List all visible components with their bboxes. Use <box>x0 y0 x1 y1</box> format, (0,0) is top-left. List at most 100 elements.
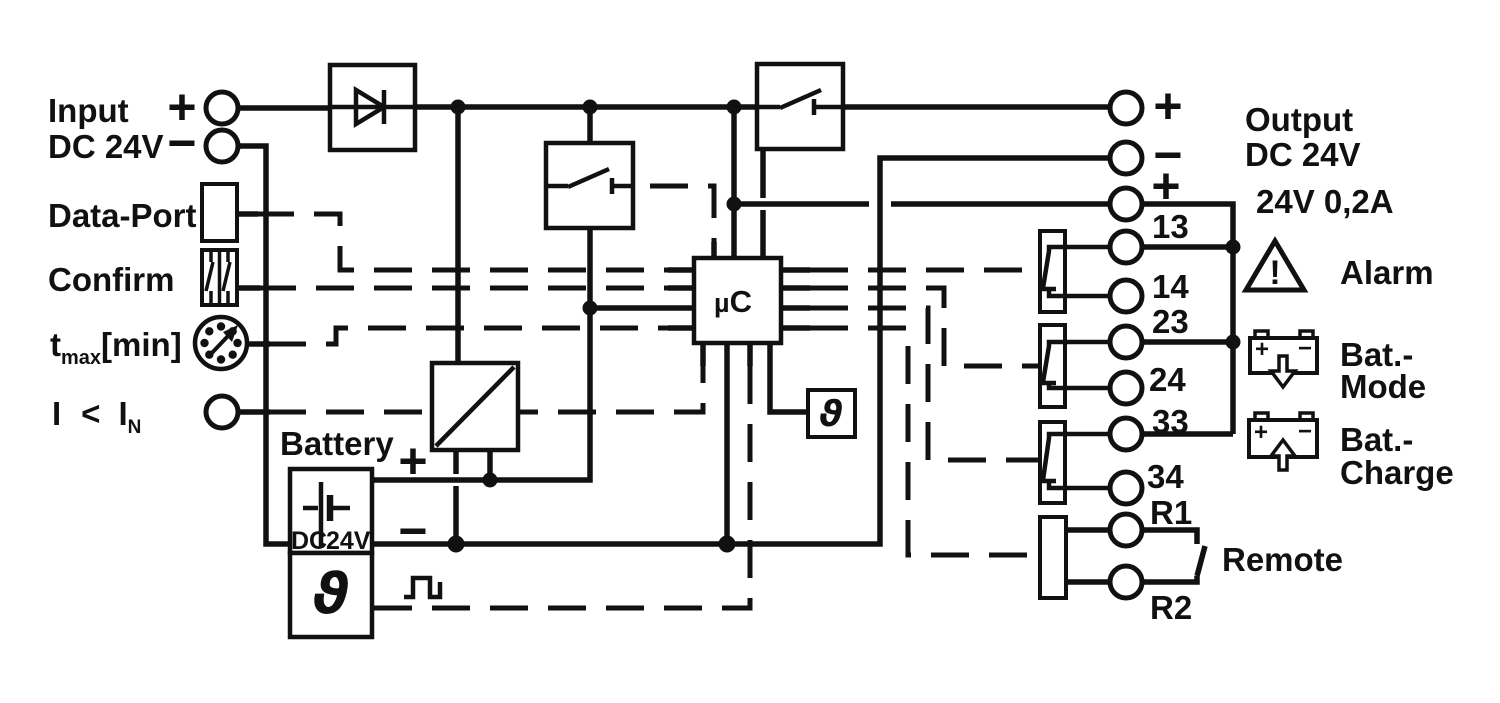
terminal-input-plus <box>203 89 241 127</box>
dial-hole <box>205 327 214 336</box>
battery-temp-block <box>287 550 375 640</box>
tmax-bracket: [min] <box>101 326 182 363</box>
battery-plus-sign: + <box>398 433 427 489</box>
remote-switch-icon <box>1142 527 1208 585</box>
theta-sensor-block <box>806 388 857 439</box>
dial-hole <box>200 338 209 348</box>
pulse-icon <box>404 575 443 600</box>
current-limit-label: I<IN <box>52 395 141 438</box>
battery-minus-label: − <box>1298 335 1312 362</box>
battery-cell-icon <box>303 482 350 548</box>
dial-hole <box>233 338 242 348</box>
wire-aux-common <box>1142 201 1236 434</box>
labels: Input DC 24V + − Data-Port Confirm tmax[… <box>48 78 1454 627</box>
input-minus-sign: − <box>167 115 196 171</box>
junction-dot <box>450 99 466 115</box>
microcontroller-block <box>691 255 784 346</box>
junction-dot <box>726 196 742 212</box>
battery-charge-icon: + − <box>1247 411 1319 472</box>
terminal-r1-label: R1 <box>1150 494 1192 531</box>
output-minus-sign: − <box>1153 127 1182 183</box>
input-plus-sign: + <box>167 79 196 135</box>
dial-hole <box>228 350 237 359</box>
tmax-label: tmax[min] <box>50 326 182 369</box>
battery-cell-dc: DC <box>291 527 327 555</box>
battery-switch-icon <box>546 166 633 194</box>
battery-cell-24v: 24V <box>326 527 371 555</box>
output-label: Output <box>1245 101 1353 138</box>
junction-dot <box>482 472 498 488</box>
tmax-sub: max <box>61 347 101 369</box>
ctl-remote <box>810 325 1040 558</box>
terminal-r1 <box>1107 511 1145 549</box>
wire-control-stubs <box>237 211 270 415</box>
bat-mode-label-1: Bat.- <box>1340 336 1413 373</box>
battery-minus-label: − <box>1298 418 1312 445</box>
diode-triangle <box>353 86 389 128</box>
theta-sensor-symbol: ϑ <box>819 394 843 435</box>
terminal-output-minus <box>1107 139 1145 177</box>
terminal-aux-plus <box>1107 185 1145 223</box>
wire-remote-terminals <box>1066 527 1110 585</box>
dial-hole <box>216 322 226 331</box>
up-arrow-icon <box>1267 437 1299 472</box>
input-label: Input <box>48 92 129 129</box>
input-voltage-label: DC 24V <box>48 128 164 165</box>
warning-mark: ! <box>1269 254 1280 292</box>
ctl-tmax <box>268 325 694 347</box>
terminal-output-plus <box>1107 89 1145 127</box>
pushbutton-icon <box>204 252 232 305</box>
ctl-data-port <box>256 211 694 273</box>
junction-dots <box>447 99 1241 553</box>
junction-dot <box>718 535 736 553</box>
terminals <box>203 89 1145 601</box>
wire-relay-commons <box>1142 244 1233 437</box>
alarm-label: Alarm <box>1340 254 1434 291</box>
battery-plus-label: + <box>1255 336 1269 363</box>
wire-minus-rail <box>372 155 1110 547</box>
terminal-r2-label: R2 <box>1150 589 1192 626</box>
terminal-24 <box>1107 369 1145 407</box>
aux-plus-sign: + <box>1151 158 1180 214</box>
remote-block <box>1038 515 1068 600</box>
tmax-base: t <box>50 326 61 363</box>
current-i: I <box>52 395 61 432</box>
output-voltage-label: DC 24V <box>1245 136 1361 173</box>
terminal-23 <box>1107 323 1145 361</box>
dial-pointer <box>207 334 230 358</box>
terminal-34 <box>1107 469 1145 507</box>
relay2-contact-icon <box>1040 339 1110 391</box>
ctl-relay3 <box>810 305 1040 463</box>
rotary-dial-icon <box>192 314 250 372</box>
relay3-contact-icon <box>1040 431 1110 491</box>
microcontroller-label: µC <box>714 284 752 319</box>
battery-label: Battery <box>280 425 394 462</box>
junction-dot <box>726 99 742 115</box>
junction-dot <box>582 99 598 115</box>
status-icons: ! + − + − <box>1241 236 1319 472</box>
relay1-contact-icon <box>1040 244 1110 299</box>
data-port-block <box>200 182 239 243</box>
ctl-battery-switch <box>650 183 717 258</box>
remote-label: Remote <box>1222 541 1343 578</box>
current-i2: I <box>118 395 127 432</box>
data-port-label: Data-Port <box>48 197 197 234</box>
terminal-34-label: 34 <box>1147 458 1184 495</box>
micro-c: C <box>730 284 752 319</box>
junction-dot <box>582 300 598 316</box>
ctl-current-limit <box>268 343 706 415</box>
bat-mode-label-2: Mode <box>1340 368 1426 405</box>
output-switch-icon <box>757 87 843 115</box>
power-wires <box>237 104 1236 585</box>
aux-rating-label: 24V 0,2A <box>1256 183 1394 220</box>
dial-holes <box>200 322 242 364</box>
terminal-23-label: 23 <box>1152 303 1189 340</box>
micro-mu: µ <box>714 288 730 318</box>
current-sub: N <box>128 417 142 438</box>
terminal-r2 <box>1107 563 1145 601</box>
down-arrow-icon <box>1267 354 1299 390</box>
current-limit-indicator <box>203 393 241 431</box>
terminal-14 <box>1107 277 1145 315</box>
